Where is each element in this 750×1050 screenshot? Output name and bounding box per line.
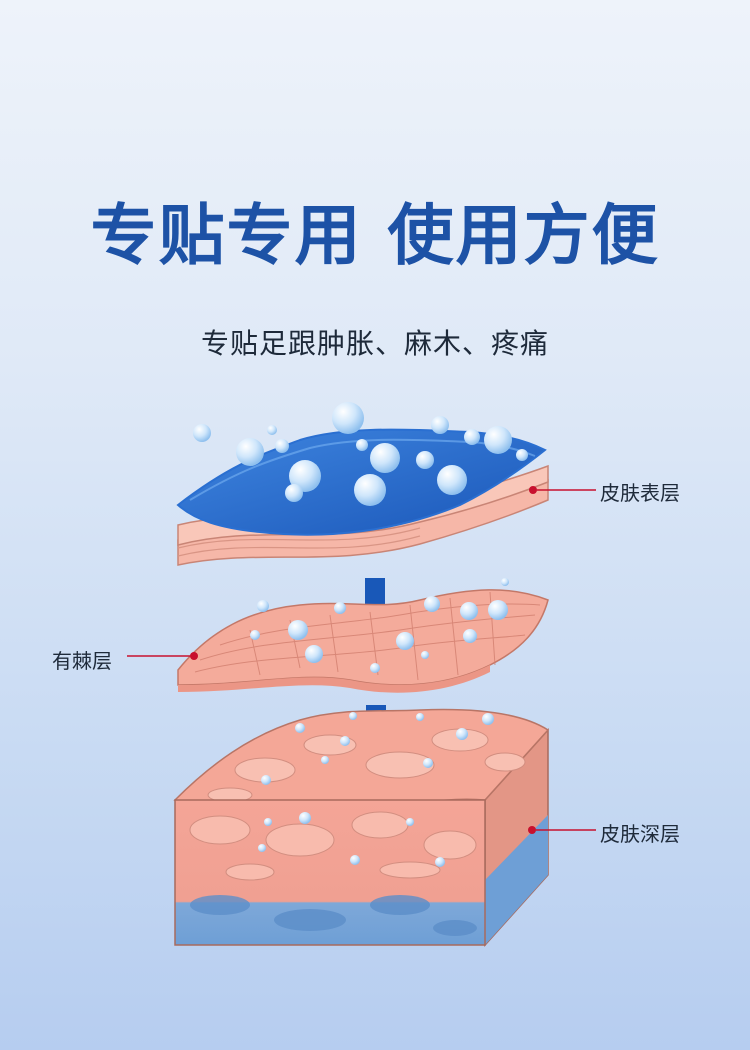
- spinous-layer: [177, 589, 549, 693]
- top-bubbles: [193, 402, 528, 506]
- middle-bubbles: [250, 578, 509, 673]
- callout-middle: [127, 652, 198, 660]
- deep-skin-block: [173, 708, 550, 947]
- callout-top: [529, 486, 596, 494]
- label-spinous-layer: 有棘层: [52, 649, 112, 673]
- page-title: 专贴专用 使用方便: [90, 197, 660, 274]
- page-subtitle: 专贴足跟肿胀、麻木、疼痛: [200, 327, 549, 360]
- label-deep-skin: 皮肤深层: [600, 822, 680, 846]
- callout-deep: [528, 826, 596, 834]
- label-skin-surface: 皮肤表层: [600, 481, 680, 505]
- deep-bubbles: [258, 712, 494, 867]
